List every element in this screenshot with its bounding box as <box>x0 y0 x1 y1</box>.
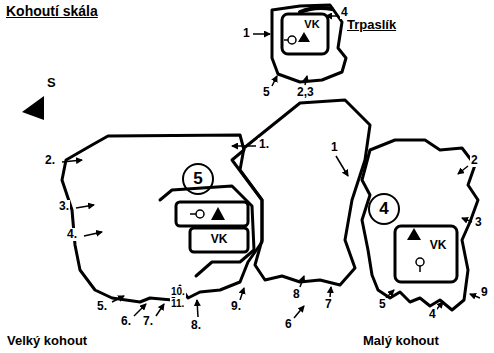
callout-number: 6 <box>284 318 293 331</box>
summit-label: VK <box>429 239 448 252</box>
callout-number: 7. <box>142 315 154 328</box>
callout-number: 4. <box>66 228 78 241</box>
map-title: Kohoutí skála <box>6 4 98 19</box>
callout-number: 1. <box>258 138 270 151</box>
callout-number: 2 <box>470 154 479 167</box>
callout-number: 1 <box>242 27 251 40</box>
summit-triangles <box>22 32 421 240</box>
callout-number: 4 <box>428 308 437 321</box>
north-arrow <box>22 96 44 120</box>
callout-number: 1 <box>330 141 339 154</box>
callout-number: 3 <box>474 216 483 229</box>
maly-kohout-outline <box>362 140 478 310</box>
callout-number: 11. <box>170 298 185 309</box>
callout-number: 2. <box>44 154 56 167</box>
vk-box <box>190 228 248 252</box>
callout-number: 10. <box>170 286 186 297</box>
summit-label: VK <box>303 18 320 30</box>
callout-number: 4 <box>340 6 349 19</box>
callout-number: 9. <box>230 300 242 313</box>
callout-number: 9 <box>480 286 489 299</box>
sector-number: 4 <box>378 200 389 219</box>
callout-number: 8 <box>292 288 301 301</box>
callout-number: 7 <box>324 298 333 311</box>
formation-name: Trpaslík <box>346 18 397 32</box>
north-label: S <box>46 76 57 90</box>
summit-box <box>176 202 248 226</box>
callout-number: 5. <box>96 300 108 313</box>
callout-number: 5 <box>378 298 387 311</box>
formation-name: Malý kohout <box>362 334 440 348</box>
route-arrows <box>62 16 480 318</box>
callout-number: 6. <box>120 315 132 328</box>
summit-label: VK <box>210 233 229 246</box>
velky-kohout-outline <box>62 135 262 302</box>
formation-name: Velký kohout <box>6 334 88 348</box>
summit-box <box>395 226 457 282</box>
callout-number: 5 <box>262 86 271 99</box>
callout-number: 3. <box>58 200 70 213</box>
sector-number: 5 <box>192 170 203 189</box>
inner-wall <box>160 186 254 276</box>
summit-box <box>282 14 328 54</box>
callout-number: 2,3 <box>296 86 315 99</box>
callout-number: 8. <box>190 319 202 332</box>
top-ledge <box>300 8 332 12</box>
middle-outline <box>240 100 370 285</box>
trpaslik-outline <box>272 5 346 82</box>
